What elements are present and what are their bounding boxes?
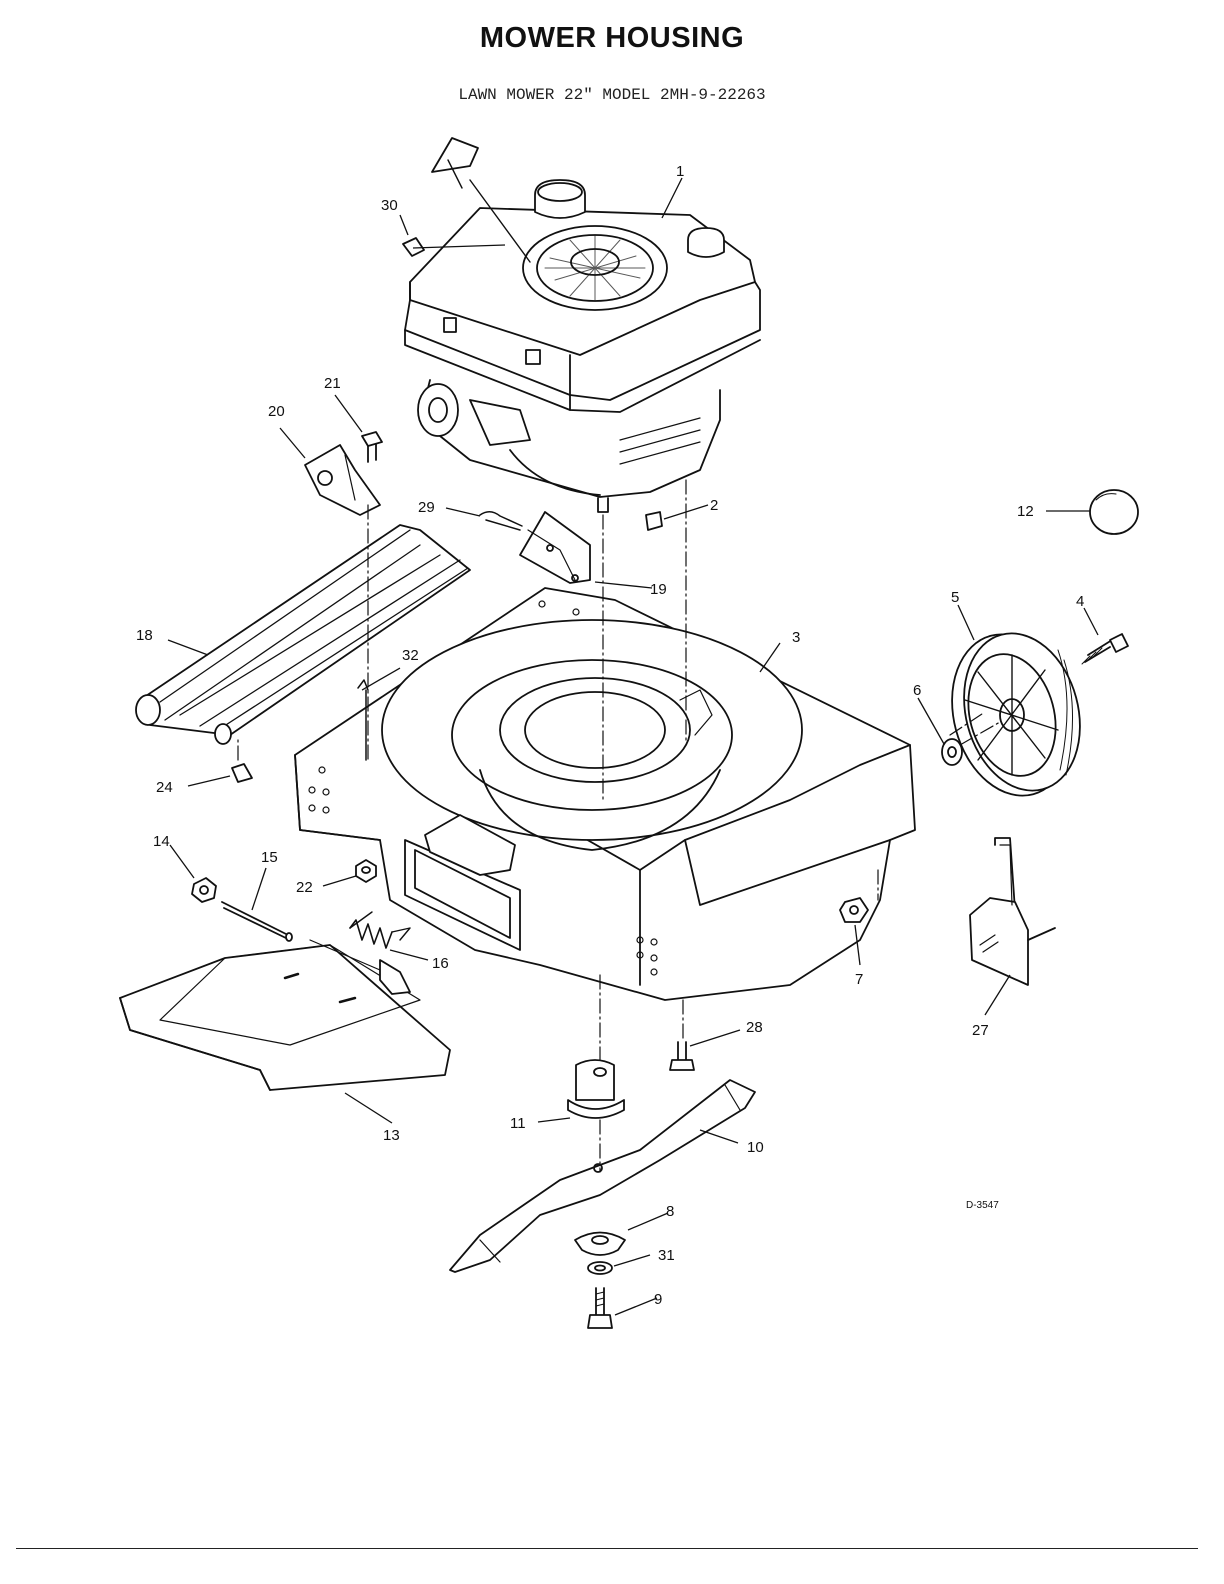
deck-housing-icon [294, 587, 916, 1001]
callout-11: 11 [510, 1115, 526, 1132]
callout-27: 27 [972, 1022, 989, 1039]
callout-32: 32 [402, 647, 419, 664]
blade-adapter-icon [567, 1059, 625, 1119]
callout-18: 18 [136, 627, 153, 644]
callout-24: 24 [156, 779, 173, 796]
blade-bell-icon [574, 1231, 626, 1256]
rear-deflector-icon [119, 939, 451, 1091]
callout-28: 28 [746, 1019, 763, 1036]
callout-2: 2 [710, 497, 718, 514]
callout-13: 13 [383, 1127, 400, 1144]
blade-bolt-icon [587, 1287, 613, 1329]
callout-3: 3 [792, 629, 800, 646]
drawing-code: D-3547 [966, 1200, 999, 1211]
callout-8: 8 [666, 1203, 674, 1220]
callout-6: 6 [913, 682, 921, 699]
nut-icon [355, 859, 377, 883]
callout-5: 5 [951, 589, 959, 606]
callout-19: 19 [650, 581, 667, 598]
hubcap-icon [1089, 489, 1139, 535]
callout-21: 21 [324, 375, 341, 392]
page-title: MOWER HOUSING [479, 22, 745, 54]
callout-29: 29 [418, 499, 435, 516]
wheel-icon [951, 632, 1081, 797]
callout-14: 14 [153, 833, 170, 850]
bolt-icon [1081, 633, 1129, 665]
callout-31: 31 [658, 1247, 675, 1264]
bolt-icon [361, 431, 383, 463]
nut-icon [191, 877, 217, 903]
callout-20: 20 [268, 403, 285, 420]
callout-15: 15 [261, 849, 278, 866]
callout-22: 22 [296, 879, 313, 896]
model-subtitle: LAWN MOWER 22" MODEL 2MH-9-22263 [458, 86, 766, 104]
clip-icon [402, 237, 425, 257]
callout-12: 12 [1017, 503, 1034, 520]
callout-4: 4 [1076, 593, 1084, 610]
spring-icon [349, 911, 411, 995]
callout-1: 1 [676, 163, 684, 180]
callout-10: 10 [747, 1139, 764, 1156]
engine-icon [404, 137, 761, 513]
bolt-icon [669, 1041, 695, 1071]
clip-icon [231, 763, 253, 783]
callout-7: 7 [855, 971, 863, 988]
blade-icon [449, 1079, 756, 1273]
lock-washer-icon [587, 1261, 613, 1275]
bracket-icon [304, 444, 381, 516]
bracket-icon [519, 511, 591, 584]
side-discharge-chute-icon [135, 524, 471, 745]
callout-30: 30 [381, 197, 398, 214]
callout-9: 9 [654, 1291, 662, 1308]
height-adjuster-icon [969, 837, 1056, 986]
cotter-pin-icon [479, 511, 523, 531]
nut-icon [839, 897, 869, 923]
washer-icon [941, 738, 963, 766]
key-icon [645, 511, 663, 531]
bottom-rule [16, 1548, 1198, 1549]
callout-16: 16 [432, 955, 449, 972]
rod-icon [221, 901, 293, 942]
